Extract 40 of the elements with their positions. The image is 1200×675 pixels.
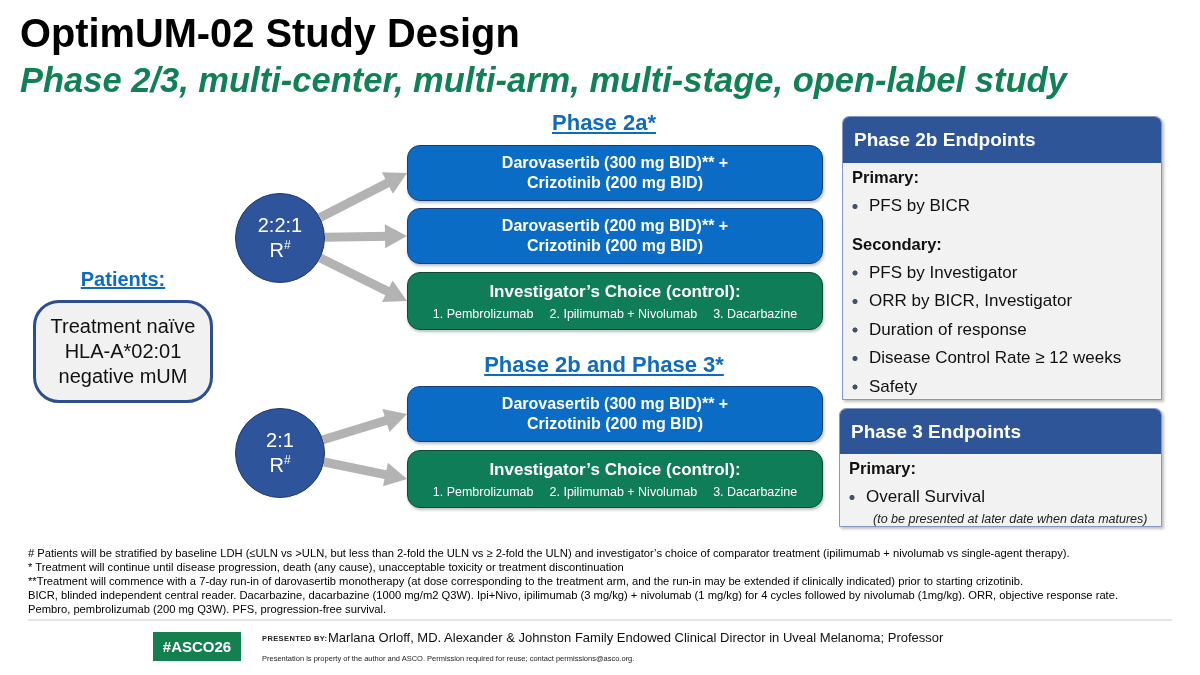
randomization-circle: 2:1 R$^{#}$ <box>235 408 325 498</box>
section-heading: Phase 2a* <box>552 109 656 137</box>
arrow <box>318 253 407 302</box>
arrow <box>324 224 407 249</box>
arm-heading: Investigator’s Choice (control): <box>489 458 741 480</box>
drug-option: 1. Pembrolizumab <box>432 305 534 322</box>
endpoint-heading: Secondary: <box>852 233 942 255</box>
treatment-arm-box: Darovasertib (300 mg BID)** + Crizotinib (200 mg BID) <box>407 386 823 442</box>
footnote: **Treatment will commence with a 7-day run-in of darovasertib monotherapy (at dose corresponding to the treatment arm, and the run-in may be extended if clinically indicated) prior to starting crizotinib. <box>28 574 1025 588</box>
drug-option: 2. Ipilimumab + Nivolumab <box>549 483 698 500</box>
control-arm-box <box>407 272 823 330</box>
arrow <box>318 172 407 222</box>
patient-box: Treatment naïve HLA-A*02:01 negative mUM <box>33 300 213 403</box>
slide-title: OptimUM-02 Study Design <box>20 10 520 57</box>
section-heading: Phase 2b and Phase 3* <box>484 351 724 379</box>
panel-header: Phase 3 Endpoints <box>840 409 1161 454</box>
control-arm-box <box>407 450 823 508</box>
drug-option: 2. Ipilimumab + Nivolumab <box>549 305 698 322</box>
endpoint-heading: Primary: <box>849 458 916 479</box>
endpoints-panel <box>839 408 1162 527</box>
endpoint-note: (to be presented at later date when data matures) <box>872 511 1148 527</box>
endpoint-heading: Primary: <box>852 167 919 188</box>
randomization-circle: 2:2:1 R$^{#}$ <box>235 193 325 283</box>
arm-heading: Investigator’s Choice (control): <box>489 280 741 302</box>
slide-subtitle: Phase 2/3, multi-center, multi-arm, multi-stage, open-label study <box>20 60 1067 100</box>
arrow <box>323 457 407 487</box>
hashtag-badge: #ASCO26 <box>153 632 241 661</box>
panel-header: Phase 2b Endpoints <box>843 117 1161 163</box>
drug-option: 3. Dacarbazine <box>713 483 798 500</box>
footnote: BICR, blinded independent central reader. Dacarbazine, dacarbazine (1000 mg/m2 Q3W). Ipi+Nivo, ipilimumab (3 mg/kg) + nivolumab (1 mg/kg) for 4 cycles followed by nivolumab (1mg/kg). ORR, objective response rate. Pembro, pembrolizumab (200 mg Q3W). PFS, progression-free survival. <box>28 588 1120 616</box>
footnote: * Treatment will continue until disease progression, death (any cause), unacceptable toxicity or treatment discontinuation <box>28 560 625 574</box>
drug-option: 3. Dacarbazine <box>713 305 798 322</box>
treatment-arm-box: Darovasertib (200 mg BID)** + Crizotinib (200 mg BID) <box>407 208 823 264</box>
section-heading: Patients: <box>80 267 166 292</box>
presenter-name: Marlana Orloff, MD. Alexander & Johnston Family Endowed Clinical Director in Uveal Melanoma; Professor <box>328 629 944 646</box>
treatment-arm-box: Darovasertib (300 mg BID)** + Crizotinib (200 mg BID) <box>407 145 823 201</box>
endpoints-panel <box>842 116 1162 400</box>
arrow <box>321 409 407 445</box>
footnote: # Patients will be stratified by baseline LDH (≤ULN vs >ULN, but less than 2-fold the ULN vs ≥ 2-fold the ULN) and investigator’s choice of comparator treatment (ipilimumab + nivolumab vs single-agent therapy). <box>28 546 1071 560</box>
drug-option: 1. Pembrolizumab <box>432 483 534 500</box>
